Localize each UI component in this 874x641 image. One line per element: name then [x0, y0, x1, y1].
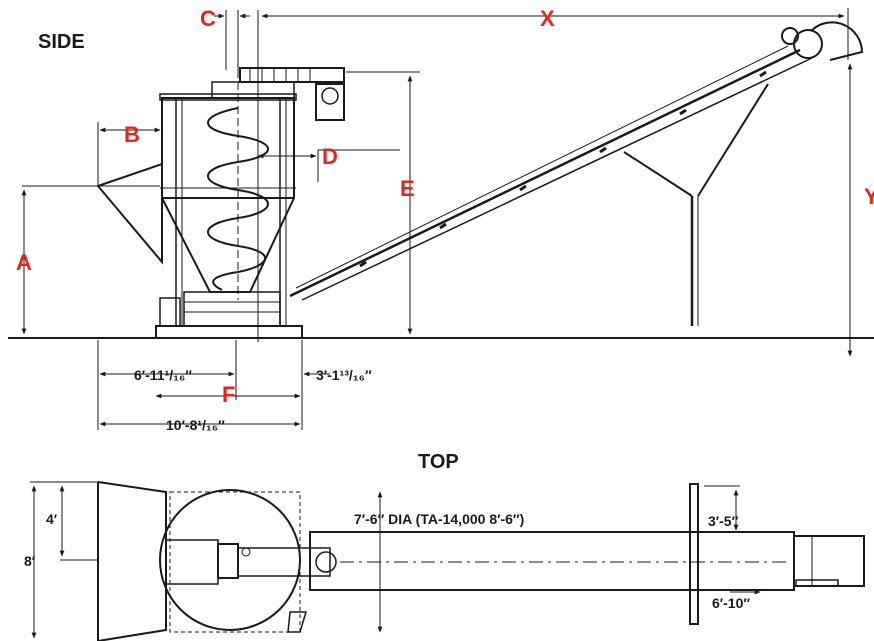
dim-side-right: 3′-1¹³/₁₆″ [316, 367, 372, 383]
top-hopper [97, 481, 167, 641]
label-a: A [16, 250, 32, 275]
dim-side-left: 6′-11¹/₁₆″ [134, 367, 192, 383]
dim-side-total: 10′-8¹/₁₆″ [166, 417, 225, 433]
dim-top-width: 8′ [24, 553, 36, 569]
mixing-tank [159, 93, 297, 327]
base-skid [155, 325, 303, 339]
inlet-hopper [96, 162, 163, 265]
dim-top-half: 4′ [46, 511, 58, 527]
dimension-lines [21, 8, 853, 430]
inclined-conveyor [289, 21, 864, 301]
top-view: TOP [24, 451, 865, 641]
label-y: Y [864, 184, 874, 209]
label-c: C [200, 6, 216, 31]
top-tank-circle [159, 489, 301, 631]
dim-conveyor-width: 6′-10″ [712, 595, 750, 611]
top-conveyor [309, 483, 865, 625]
top-drive [211, 67, 345, 121]
side-view-title: SIDE [38, 31, 85, 53]
dim-conveyor-offset: 3′-5″ [708, 513, 739, 529]
auger-spiral [207, 70, 269, 300]
label-b: B [124, 122, 140, 147]
top-view-title: TOP [418, 451, 459, 473]
label-d: D [322, 144, 338, 169]
label-f: F [222, 382, 235, 407]
motor-block [159, 297, 181, 327]
top-dimension-lines [30, 481, 761, 639]
dim-tank-diameter: 7′-6″ DIA (TA-14,000 8′-6″) [354, 511, 524, 527]
side-view: SIDE A B C D E F X Y 6′-11¹/₁₆″ 3′-1¹³/₁… [8, 6, 874, 433]
label-e: E [400, 176, 415, 201]
label-x: X [540, 6, 555, 31]
conveyor-support [623, 83, 769, 326]
